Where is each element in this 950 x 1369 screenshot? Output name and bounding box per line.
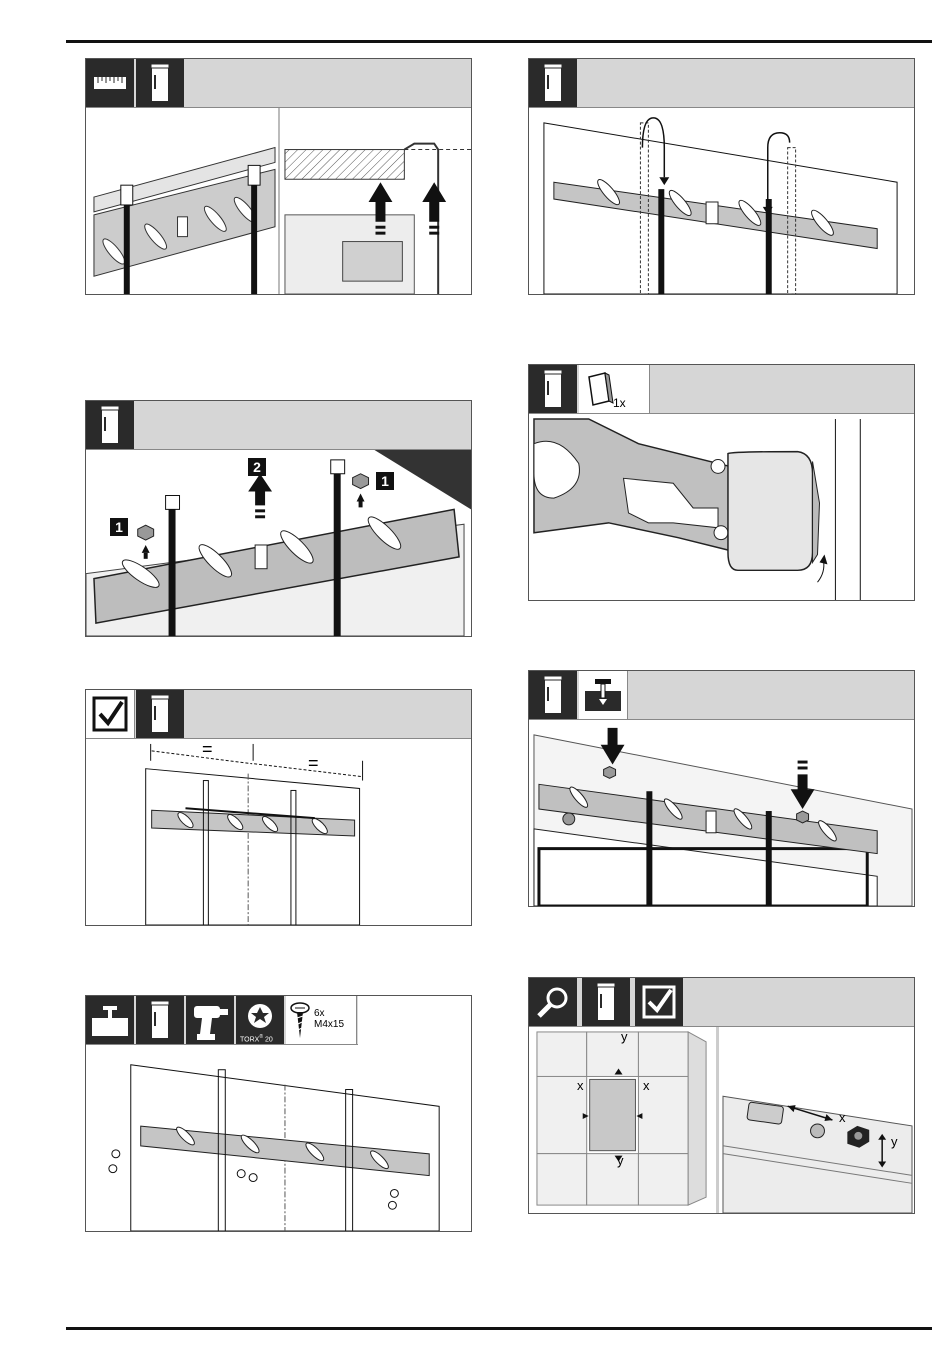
step-panel-measure [85,58,472,295]
step-panel-center-check: = = [85,689,472,926]
panel-illustration [529,108,914,294]
door-panel-icon [136,690,184,738]
checkmark-icon [635,978,683,1026]
panel-illustration [529,720,914,906]
panel-header: TORX® 20 6x M4x15 [86,996,358,1045]
panel-header [529,671,914,720]
cordless-drill-icon [186,996,234,1044]
door-panel-icon [86,401,134,449]
step-panel-lift-bracket: 1 2 1 [85,400,472,637]
screw-fix-icon [86,996,134,1044]
panel-illustration [529,414,914,600]
panel-header [86,690,471,739]
step-panel-end-cap: 1x [528,364,915,601]
panel-header [86,401,471,450]
gap-label-x: x [643,1079,650,1092]
gap-label-y: y [891,1135,898,1148]
screw-spec: M4x15 [314,1019,344,1030]
door-panel-icon [529,671,577,719]
step-panel-hook-bracket [528,58,915,295]
end-cap-icon: 1x [579,365,650,413]
door-panel-icon [529,365,577,413]
door-panel-icon [529,59,577,107]
torx-bit-icon: TORX® 20 [236,996,284,1044]
top-rule [66,40,932,43]
gap-label-y: y [617,1154,624,1167]
door-panel-icon [582,978,630,1026]
panel-header [86,59,471,108]
panel-illustration: = = [86,739,471,925]
step-panel-gap-check: y x x y x y [528,977,915,1214]
panel-header [529,978,914,1027]
step-number-badge: 2 [248,458,266,476]
torx-label: TORX® 20 [240,1032,273,1045]
equal-mark: = [308,757,319,770]
gap-label-x: x [839,1111,846,1124]
ruler-icon [86,59,134,107]
panel-header [529,59,914,108]
step-panel-tighten-nuts [528,670,915,907]
screw-icon: 6x M4x15 [286,996,357,1044]
panel-illustration: 1 2 1 [86,450,471,636]
magnifier-icon [529,978,577,1026]
panel-header: 1x [529,365,914,414]
door-panel-icon [136,996,184,1044]
door-panel-icon [136,59,184,107]
step-panel-screw-fix: TORX® 20 6x M4x15 [85,995,472,1232]
panel-illustration [86,1045,471,1231]
step-number-badge: 1 [376,472,394,490]
equal-mark: = [202,743,213,756]
panel-illustration [86,108,471,294]
gap-label-y: y [621,1030,628,1043]
gap-label-x: x [577,1079,584,1092]
checkmark-icon [86,690,135,738]
cap-quantity: 1x [613,398,626,409]
step-number-badge: 1 [110,518,128,536]
panel-illustration: y x x y x y [529,1027,914,1213]
screw-quantity: 6x [314,1008,325,1019]
bottom-rule [66,1327,932,1330]
screw-down-icon [579,671,628,719]
